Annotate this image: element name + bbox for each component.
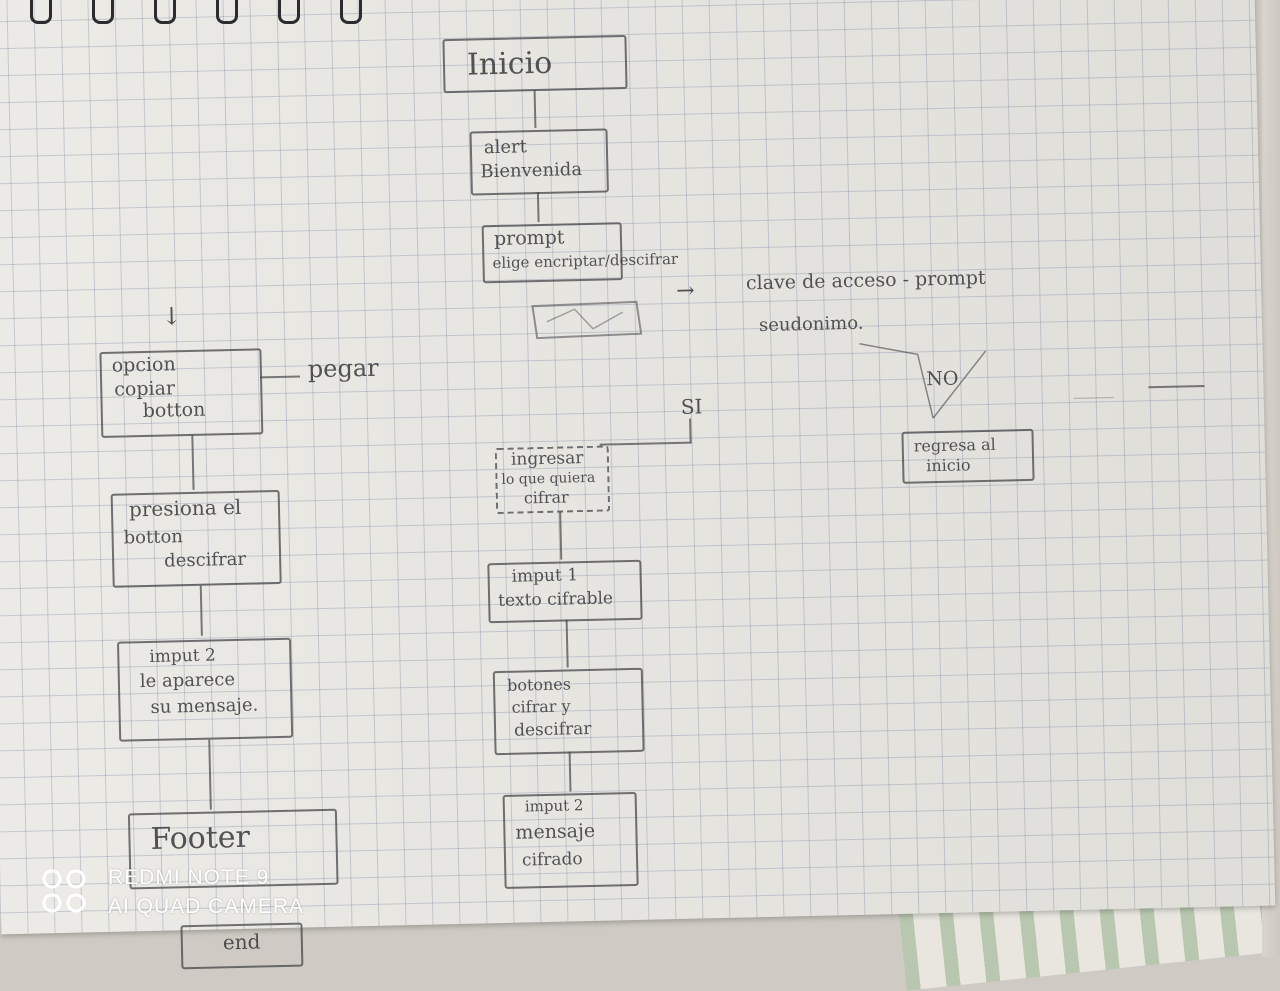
input1-label: imput 1 [511, 565, 579, 587]
alert-box: alert Bienvenida [469, 128, 609, 196]
connector [191, 434, 195, 490]
arrow-right-icon: → [675, 278, 695, 304]
connector [536, 191, 540, 223]
inicio-label: Inicio [466, 45, 553, 83]
inicio-box: Inicio [442, 34, 628, 94]
quad-camera-logo-icon [42, 869, 86, 913]
ingresar-label: ingresar [510, 448, 584, 470]
opcion-box: opcion copiar botton [99, 348, 264, 438]
clave-label: clave de acceso - prompt [745, 266, 986, 295]
si-label: SI [680, 394, 703, 419]
connector [533, 90, 537, 129]
connector [599, 441, 692, 446]
connector [208, 739, 212, 810]
arrow-down-icon: ↓ [161, 302, 183, 331]
cifrar-y-label: cifrar y [511, 696, 571, 717]
regresa-box: regresa al inicio [901, 428, 1035, 484]
prompt-box: prompt elige encriptar/descifrar [481, 222, 678, 284]
presiona-descifrar-label: descifrar [163, 548, 247, 572]
mensaje-label: mensaje [515, 819, 596, 844]
prompt-label: prompt [493, 226, 565, 251]
botones-box: botones cifrar y descifrar [492, 667, 645, 756]
graph-paper-sheet: Inicio alert Bienvenida prompt elige enc… [0, 0, 1276, 970]
opcion-label: opcion [111, 353, 176, 377]
connector [565, 619, 569, 668]
spiral-binding [0, 0, 1280, 26]
watermark-camera: AI QUAD CAMERA [108, 895, 305, 918]
connector [199, 585, 203, 636]
cifrado-label: cifrado [521, 849, 583, 871]
connector [689, 418, 692, 443]
bienvenida-label: Bienvenida [480, 159, 583, 183]
botones-label: botones [506, 674, 572, 695]
descifrar-label: descifrar [513, 718, 592, 741]
input1-box: imput 1 texto cifrable [487, 559, 643, 624]
pegar-label: pegar [307, 353, 379, 384]
watermark-model: REDMI NOTE 9 [108, 866, 270, 889]
footer-label: Footer [150, 819, 251, 857]
ingresar-box: ingresar lo que quiera cifrar [494, 445, 611, 515]
scribble-line [1148, 384, 1205, 389]
elige-label: elige encriptar/descifrar [492, 249, 679, 273]
presiona-label: presiona el [128, 494, 242, 522]
decision-shape [531, 300, 643, 340]
botton-label: botton [142, 398, 206, 423]
le-aparece-label: le aparece [139, 669, 236, 693]
copiar-label: copiar [114, 377, 176, 401]
input2-box: imput 2 mensaje cifrado [502, 791, 639, 889]
connector [260, 375, 301, 379]
regresa-inicio-label: inicio [925, 455, 971, 476]
end-label: end [222, 929, 261, 955]
connector [568, 751, 572, 792]
end-box: end [180, 922, 304, 970]
presiona-box: presiona el botton descifrar [110, 489, 282, 588]
regresa-label: regresa al [913, 434, 996, 456]
cifrar-label: cifrar [523, 487, 569, 508]
connector [559, 511, 563, 560]
scribble-line [1073, 397, 1114, 399]
no-branch-lines [859, 343, 987, 419]
presiona-botton-label: botton [123, 526, 184, 549]
lo-que-quiera-label: lo que quiera [501, 469, 596, 488]
texto-cifrable-label: texto cifrable [497, 588, 614, 612]
alert-label: alert [483, 136, 528, 159]
input2b-box: imput 2 le aparece su mensaje. [116, 637, 294, 742]
input2b-label: imput 2 [149, 645, 217, 667]
su-mensaje-label: su mensaje. [150, 694, 259, 718]
seudonimo-label: seudonimo. [758, 312, 864, 337]
input2-label: imput 2 [524, 796, 584, 816]
